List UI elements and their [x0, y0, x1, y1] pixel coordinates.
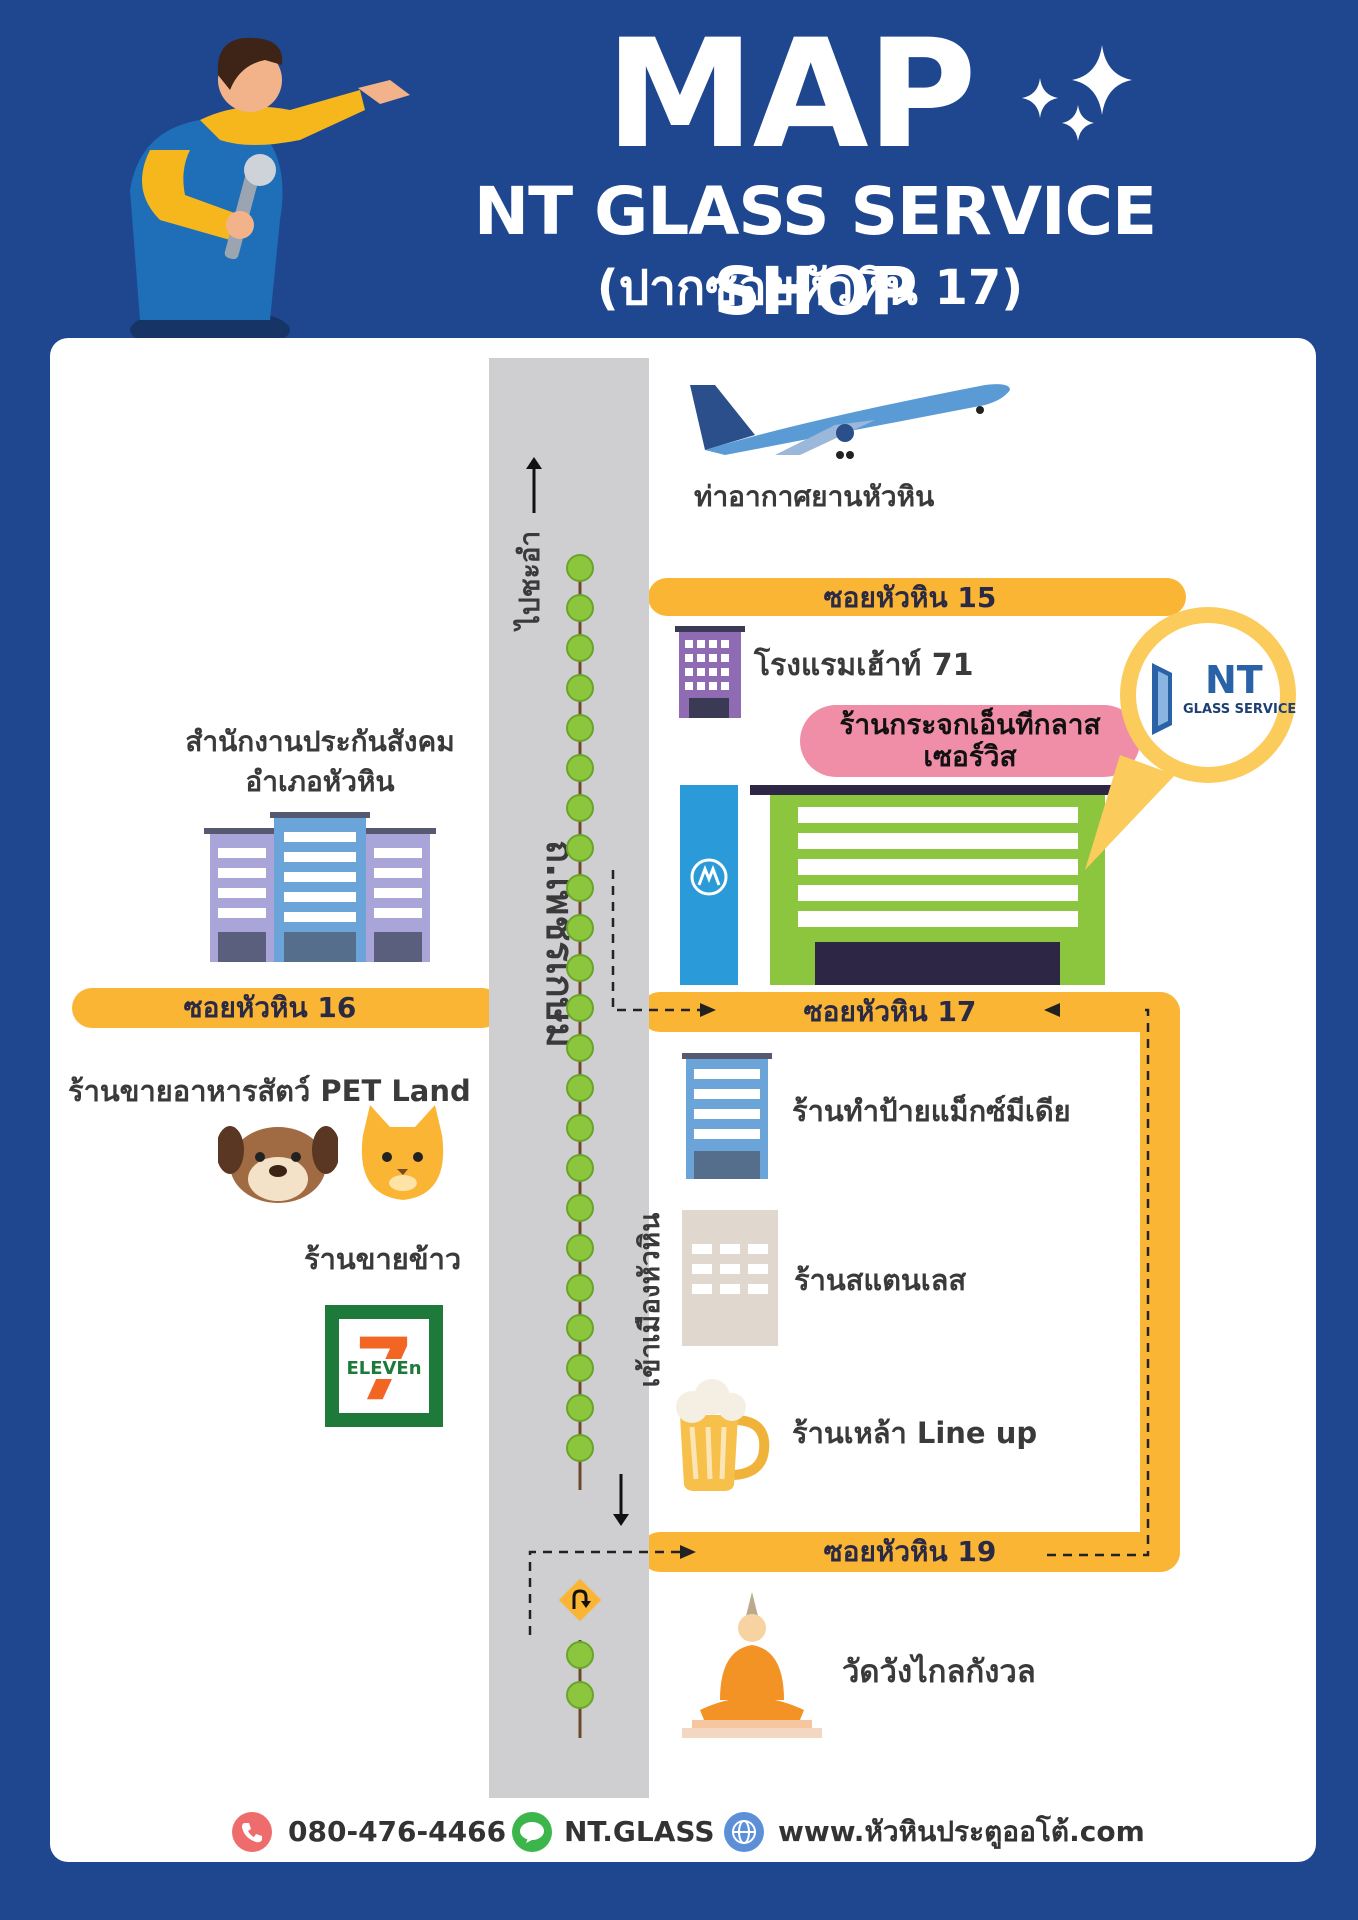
phone-number[interactable]: 080-476-4466 — [288, 1815, 507, 1848]
office-building-icon — [204, 812, 436, 962]
shop-name-line1: ร้านกระจกเอ็นทีกลาส — [839, 708, 1101, 741]
website-link[interactable]: www.หัวหินประตูออโต้.com — [778, 1815, 1145, 1848]
airplane-icon — [690, 384, 1010, 459]
social-security-line1: สำนักงานประกันสังคม — [185, 725, 455, 758]
pet-shop-label: ร้านขายอาหารสัตว์ PET Land — [68, 1074, 471, 1108]
phone-icon — [232, 1812, 272, 1852]
soi-19-road — [640, 1532, 1180, 1572]
route-path — [528, 870, 1150, 1635]
globe-icon — [724, 1812, 764, 1852]
hotel-label: โรงแรมเฮ้าท์ 71 — [754, 648, 974, 683]
nt-logo-subtext: GLASS SERVICE — [1183, 702, 1297, 717]
location-note: (ปากซอยหัวหิน 17) — [596, 260, 1024, 316]
direction-north-label: ไปชะอำ — [513, 530, 546, 630]
soi-15-road — [648, 578, 1186, 616]
mechanic-illustration — [130, 37, 410, 340]
shop-name-line2: เซอร์วิส — [923, 740, 1017, 773]
dog-icon — [218, 1126, 338, 1203]
line-app-icon — [512, 1812, 552, 1852]
soi-16-road — [72, 988, 502, 1028]
shop-roof — [750, 785, 1124, 795]
soi-connector-road — [1140, 992, 1180, 1572]
arrow-down-icon — [613, 1474, 629, 1526]
logo-callout — [1085, 607, 1296, 870]
blue-signboard — [680, 785, 738, 985]
sign-shop-label: ร้านทำป้ายแม็กซ์มีเดีย — [792, 1094, 1071, 1128]
main-road — [489, 358, 649, 1798]
temple-label: วัดวังไกลกังวล — [842, 1654, 1036, 1690]
stainless-shop-label: ร้านสแตนเลส — [794, 1263, 967, 1297]
social-security-line2: อำเภอหัวหิน — [245, 765, 395, 798]
soi-19-label: ซอยหัวหิน 19 — [823, 1535, 997, 1568]
soi-17-label: ซอยหัวหิน 17 — [803, 995, 977, 1028]
u-turn-icon — [558, 1578, 602, 1622]
shop-name-banner: ร้านกระจกเอ็นทีกลาส เซอร์วิส — [800, 705, 1140, 777]
airport-label: ท่าอากาศยานหัวหิน — [694, 480, 935, 513]
beer-mug-icon — [676, 1379, 770, 1491]
brand-mark-icon — [690, 858, 728, 896]
sparkle-icon — [1022, 45, 1132, 141]
hotel-building-icon — [675, 626, 745, 718]
arrow-up-icon — [526, 457, 542, 513]
liquor-shop-label: ร้านเหล้า Line up — [792, 1416, 1038, 1450]
soi-15-label: ซอยหัวหิน 15 — [823, 581, 997, 614]
stainless-shop-building-icon — [682, 1210, 778, 1346]
line-id[interactable]: NT.GLASS — [564, 1815, 715, 1848]
social-security-label: สำนักงานประกันสังคม อำเภอหัวหิน — [150, 722, 490, 802]
page-subtitle: NT GLASS SERVICE SHOP — [473, 173, 1157, 330]
shop-building — [770, 795, 1105, 985]
buddha-statue-icon — [682, 1592, 822, 1738]
soi-16-label: ซอยหัวหิน 16 — [183, 991, 357, 1024]
nt-logo-text: NT — [1205, 658, 1263, 702]
soi-17-road — [640, 992, 1180, 1032]
rice-shop-label: ร้านขายข้าว — [304, 1242, 462, 1276]
cat-icon — [361, 1105, 444, 1200]
footer: 080-476-4466 NT.GLASS www.หัวหินประตูออโ… — [230, 1810, 1145, 1854]
sign-shop-building-icon — [682, 1053, 772, 1179]
seven-eleven-logo: 7 ELEVEn — [325, 1305, 443, 1427]
page-title: MAP — [605, 8, 976, 182]
header: MAP NT GLASS SERVICE SHOP (ปากซอยหัวหิน … — [0, 0, 1358, 340]
tree-row — [566, 554, 594, 1738]
seven-eleven-text: ELEVEn — [339, 1359, 429, 1379]
